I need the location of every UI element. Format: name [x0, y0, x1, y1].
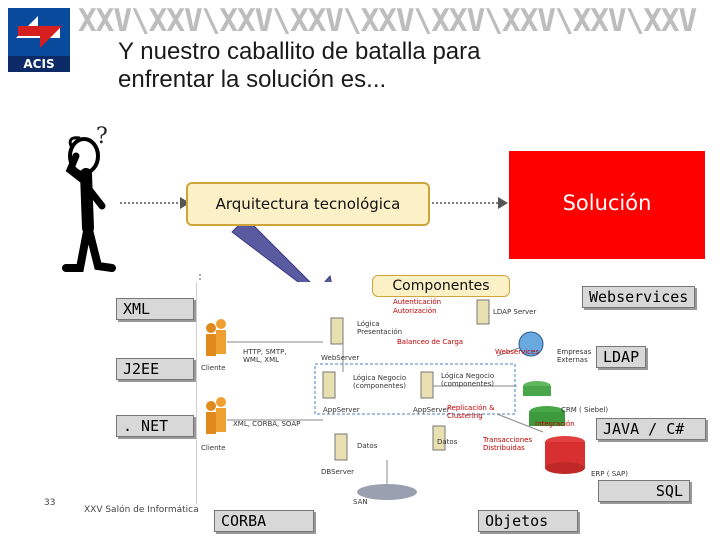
label-crm: CRM ( Siebel) — [561, 406, 609, 414]
tag-webservices: Webservices — [582, 286, 696, 308]
label-balanceo: Balanceo de Carga — [397, 338, 464, 346]
server-icon — [334, 433, 348, 461]
logo-arrows-icon — [8, 8, 70, 56]
label-appserver-2: AppServer — [413, 406, 450, 414]
label-dbserver: DBServer — [321, 468, 355, 476]
san-storage-icon — [357, 484, 417, 500]
tag-net: . NET — [116, 415, 194, 437]
label-cliente-2: Cliente — [201, 444, 226, 452]
label-transacciones: Transacciones Distribuidas — [483, 436, 533, 452]
server-icon — [420, 371, 434, 399]
acis-logo: ACIS — [8, 8, 70, 72]
page-title: Y nuestro caballito de batalla para enfr… — [118, 38, 678, 94]
title-line-1: Y nuestro caballito de batalla para — [118, 38, 481, 65]
arrowhead-icon — [498, 197, 508, 209]
thinking-person-icon — [62, 136, 116, 272]
tag-componentes: Componentes — [372, 275, 510, 297]
title-line-2: enfrentar la solución es... — [118, 66, 387, 93]
tag-sql: SQL — [598, 480, 690, 502]
label-webserver: WebServer — [321, 354, 360, 362]
server-icon — [330, 317, 344, 345]
logo-text: ACIS — [23, 57, 55, 71]
label-ldap-server: LDAP Server — [493, 308, 537, 316]
server-icon — [476, 299, 490, 325]
label-san: SAN — [353, 498, 368, 506]
client-people-icon-bottom — [206, 397, 226, 434]
tag-objetos: Objetos — [478, 510, 578, 532]
label-protocols-1: HTTP, SMTP, WML, XML — [243, 348, 287, 364]
label-appserver-1: AppServer — [323, 406, 360, 414]
page-number: 33 — [44, 498, 56, 508]
solucion-box: Solución — [509, 151, 705, 259]
label-autenticacion: Autenticación — [393, 298, 442, 306]
event-banner: XXV\XXV\XXV\XXV\XXV\XXV\XXV\XXV\XXV — [78, 3, 697, 39]
tag-j2ee: J2EE — [116, 358, 194, 380]
client-people-icon-top — [206, 319, 226, 356]
footer-event: XXV Salón de Informática — [84, 505, 199, 515]
architecture-diagram: Autenticación Autorización LDAP Server L… — [196, 282, 629, 506]
server-icon — [322, 371, 336, 399]
label-integracion: Integración — [535, 420, 575, 428]
label-logica-negocio-1: Lógica Negocio (componentes) — [353, 374, 407, 390]
tag-xml: XML — [116, 298, 194, 320]
label-erp: ERP ( SAP) — [591, 470, 629, 478]
arrowhead-icon — [180, 197, 190, 209]
label-webservices-small: Webservices — [495, 348, 539, 356]
tag-ldap: LDAP — [596, 346, 647, 368]
label-cliente-1: Cliente — [201, 364, 226, 372]
diagram-graphics — [206, 299, 585, 500]
label-empresas-externas: Empresas Externas — [557, 348, 592, 364]
label-autorizacion: Autorización — [393, 307, 437, 315]
server-icon — [432, 425, 446, 451]
tag-corba: CORBA — [214, 510, 314, 532]
label-datos-2: Datos — [437, 438, 458, 446]
tag-java-cs: JAVA / C# — [596, 418, 706, 440]
question-mark: ? — [96, 124, 108, 149]
label-protocols-2: XML, CORBA, SOAP — [233, 420, 301, 428]
label-logica-presentacion: Lógica Presentación — [357, 320, 403, 336]
globe-icon — [518, 331, 544, 357]
label-replicacion: Replicación & Clustering — [447, 404, 495, 420]
arquitectura-pill: Arquitectura tecnológica — [186, 182, 430, 226]
label-datos-1: Datos — [357, 442, 378, 450]
label-logica-negocio-2: Lógica Negocio (componentes) — [441, 372, 495, 388]
